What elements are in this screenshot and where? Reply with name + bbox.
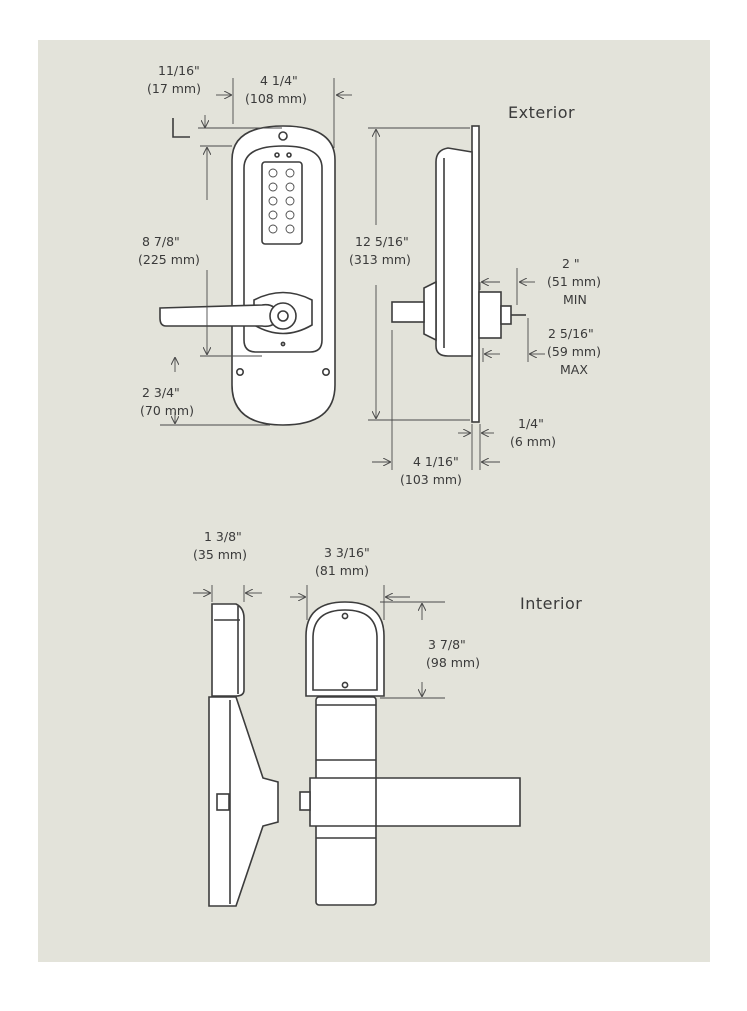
dim-top-offset-mm: (17 mm) <box>147 81 201 96</box>
dim-top-offset-in: 11/16" <box>158 63 200 78</box>
interior-front-view <box>290 585 521 906</box>
keypad-buttons <box>268 168 295 234</box>
dim-height-lower-mm: (70 mm) <box>140 403 194 418</box>
dim-door-max-label: MAX <box>560 362 588 377</box>
dim-int-height-mm: (98 mm) <box>426 655 480 670</box>
exterior-side-view <box>368 125 545 470</box>
dim-int-width-in: 3 3/16" <box>324 545 370 560</box>
dim-door-max-in: 2 5/16" <box>548 326 594 341</box>
interior-heading: Interior <box>520 594 582 613</box>
dim-width-in: 4 1/4" <box>260 73 298 88</box>
dim-int-depth-in: 1 3/8" <box>204 529 242 544</box>
dim-int-depth-mm: (35 mm) <box>193 547 247 562</box>
interior-side-view <box>193 585 279 907</box>
exterior-front-view <box>159 78 352 426</box>
dim-plate-mm: (6 mm) <box>510 434 556 449</box>
dim-int-width-mm: (81 mm) <box>315 563 369 578</box>
dim-door-min-mm: (51 mm) <box>547 274 601 289</box>
dim-total-height-mm: (313 mm) <box>349 252 411 267</box>
dim-door-max-mm: (59 mm) <box>547 344 601 359</box>
dim-int-height-in: 3 7/8" <box>428 637 466 652</box>
dim-height-upper-mm: (225 mm) <box>138 252 200 267</box>
dim-door-min-in: 2 " <box>562 256 580 271</box>
dim-total-height-in: 12 5/16" <box>355 234 409 249</box>
dim-depth-in: 4 1/16" <box>413 454 459 469</box>
dim-plate-in: 1/4" <box>518 416 544 431</box>
dim-height-upper-in: 8 7/8" <box>142 234 180 249</box>
dim-height-lower-in: 2 3/4" <box>142 385 180 400</box>
dim-width-mm: (108 mm) <box>245 91 307 106</box>
dim-depth-mm: (103 mm) <box>400 472 462 487</box>
dim-door-min-label: MIN <box>563 292 587 307</box>
exterior-heading: Exterior <box>508 103 575 122</box>
